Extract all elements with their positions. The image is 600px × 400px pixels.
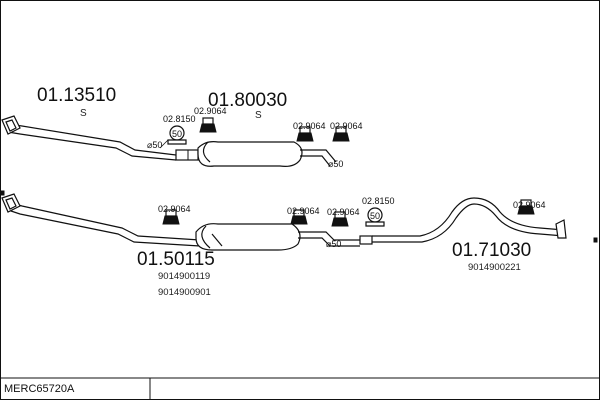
hanger-top-b-drawing	[296, 126, 314, 142]
oe-number-muffler-middle-1: 9014900119	[158, 271, 210, 282]
part-suffix-pipe-top-front: S	[80, 108, 87, 119]
left-edge-marker	[0, 190, 5, 196]
hanger-mid-a-drawing	[162, 209, 180, 225]
oe-number-tailpipe-right: 9014900221	[468, 262, 521, 273]
hanger-right-drawing	[517, 199, 535, 215]
part-number-muffler-top: 01.80030	[208, 90, 287, 111]
acc-number-hanger-top-c: 02.9064	[330, 121, 363, 131]
acc-number-hanger-mid-a: 02.9064	[158, 204, 191, 214]
hanger-mid-c-drawing	[331, 211, 349, 227]
clamp-top-a-size: 50	[172, 129, 182, 139]
oe-number-muffler-middle-2: 9014900901	[158, 287, 211, 298]
diameter-mid: ⌀50	[326, 239, 341, 249]
tailpipe-right-drawing	[372, 197, 567, 243]
flange-top	[1, 115, 21, 135]
part-number-tailpipe-right: 01.71030	[452, 240, 531, 261]
acc-number-hanger-top-b: 02.9064	[293, 121, 326, 131]
diameter-top-left: ⌀50	[147, 140, 162, 150]
clamp-top-a-drawing: 50	[167, 125, 187, 145]
acc-number-clamp-top-a: 02.8150	[163, 114, 196, 124]
flange-middle	[1, 193, 21, 213]
muffler-middle-drawing	[195, 223, 373, 251]
hanger-top-a-drawing	[199, 117, 217, 133]
acc-number-hanger-top-a: 02.9064	[194, 106, 227, 116]
muffler-top-drawing	[175, 141, 337, 167]
right-edge-marker	[593, 237, 598, 243]
part-number-pipe-top-front: 01.13510	[37, 85, 116, 106]
clamp-mid-a-drawing: 50	[365, 207, 385, 227]
hanger-mid-b-drawing	[290, 209, 308, 225]
diameter-top-right: ⌀50	[328, 159, 343, 169]
front-pipe-top	[1, 115, 177, 161]
reference-code: MERC65720A	[4, 383, 75, 395]
hanger-top-c-drawing	[332, 126, 350, 142]
clamp-mid-a-size: 50	[370, 211, 380, 221]
acc-number-hanger-mid-c: 02.9064	[327, 207, 360, 217]
front-pipe-middle	[1, 193, 201, 247]
acc-number-clamp-mid-a: 02.8150	[362, 196, 395, 206]
part-suffix-muffler-top: S	[255, 110, 262, 121]
leader-top-dia	[159, 139, 169, 149]
acc-number-hanger-right: 02.9064	[513, 200, 546, 210]
acc-number-hanger-mid-b: 02.9064	[287, 206, 320, 216]
part-number-muffler-middle: 01.50115	[137, 249, 215, 270]
